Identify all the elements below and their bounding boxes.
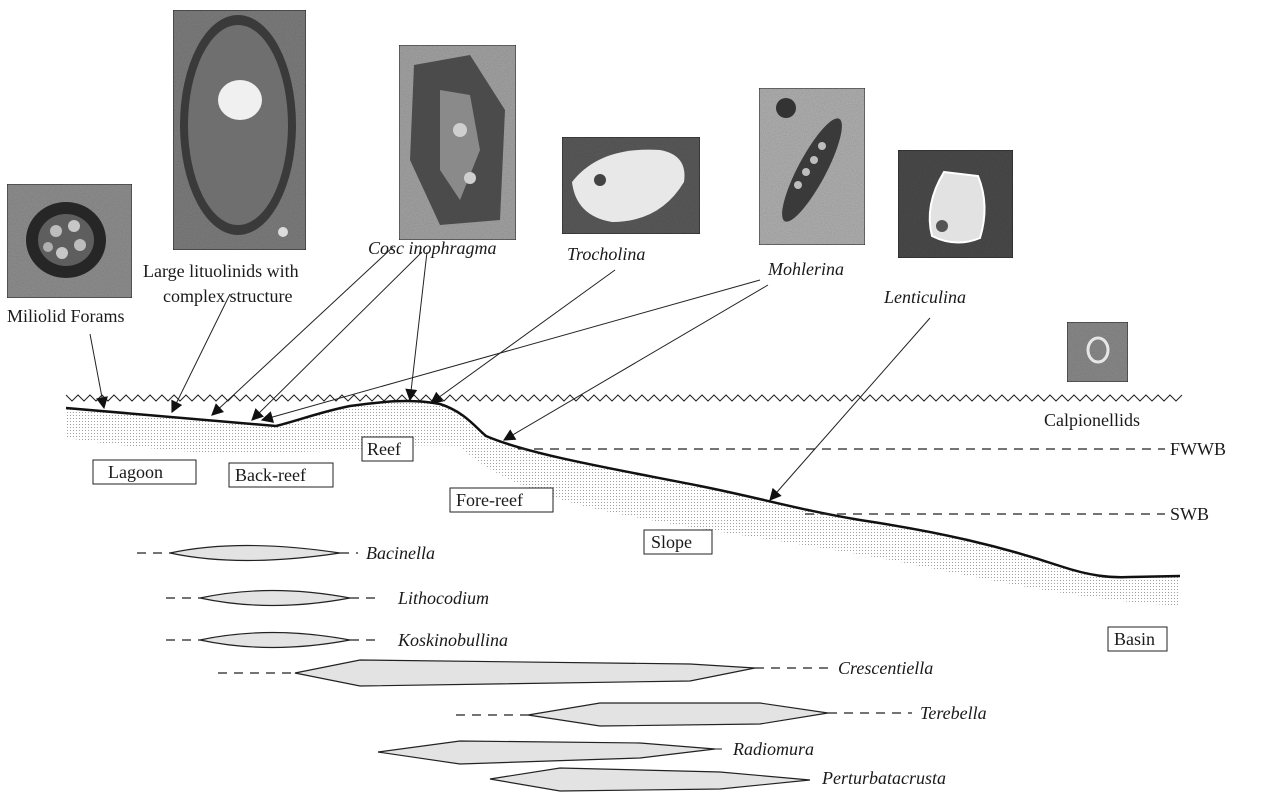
photo-lituolinid [173, 10, 306, 250]
range-lithocodium: Lithocodium [166, 588, 489, 608]
label-coscinophragma: Cosc inophragma [368, 238, 497, 258]
zone-slope-label: Slope [651, 532, 692, 552]
photo-mohlerina [759, 88, 865, 245]
label-fwwb: FWWB [1170, 439, 1226, 459]
label-lenticulina: Lenticulina [883, 287, 966, 307]
range-koskinobullina: Koskinobullina [166, 630, 508, 650]
range-perturbatacrusta: Perturbatacrusta [490, 768, 946, 791]
sea-surface-line [66, 395, 1182, 401]
zone-basin-label: Basin [1114, 629, 1155, 649]
range-radiomura-label: Radiomura [732, 739, 814, 759]
photo-calpionellid [1067, 322, 1128, 382]
range-crescentiella-label: Crescentiella [838, 658, 933, 678]
sediment-wedge [66, 401, 1180, 606]
zone-basin: Basin [1108, 627, 1167, 651]
range-koskinobullina-label: Koskinobullina [397, 630, 508, 650]
photo-trocholina [562, 137, 700, 234]
range-crescentiella: Crescentiella [218, 658, 933, 686]
label-lituolinids-line1: Large lituolinids with [143, 261, 299, 281]
range-radiomura: Radiomura [378, 739, 814, 764]
range-perturbatacrusta-label: Perturbatacrusta [821, 768, 946, 788]
label-lituolinids-line2: complex structure [163, 286, 292, 306]
range-lithocodium-label: Lithocodium [397, 588, 489, 608]
photo-miliolid [7, 184, 132, 298]
zone-backreef-label: Back-reef [235, 465, 306, 485]
photo-lenticulina [898, 150, 1013, 258]
zone-slope: Slope [644, 530, 712, 554]
zone-reef: Reef [362, 437, 413, 461]
range-bacinella-label: Bacinella [366, 543, 435, 563]
photo-coscinophragma [399, 45, 516, 240]
zone-lagoon-label: Lagoon [108, 462, 163, 482]
zone-forereef-label: Fore-reef [456, 490, 523, 510]
zone-forereef: Fore-reef [450, 488, 553, 512]
range-terebella: Terebella [456, 703, 987, 726]
zone-reef-label: Reef [367, 439, 401, 459]
label-trocholina: Trocholina [567, 244, 645, 264]
range-bacinella: Bacinella [137, 543, 435, 563]
label-calpionellids: Calpionellids [1044, 410, 1140, 430]
label-mohlerina: Mohlerina [767, 259, 844, 279]
range-terebella-label: Terebella [920, 703, 987, 723]
label-miliolid: Miliolid Forams [7, 306, 125, 326]
zone-backreef: Back-reef [229, 463, 333, 487]
zone-lagoon: Lagoon [93, 460, 196, 484]
label-swb: SWB [1170, 504, 1209, 524]
